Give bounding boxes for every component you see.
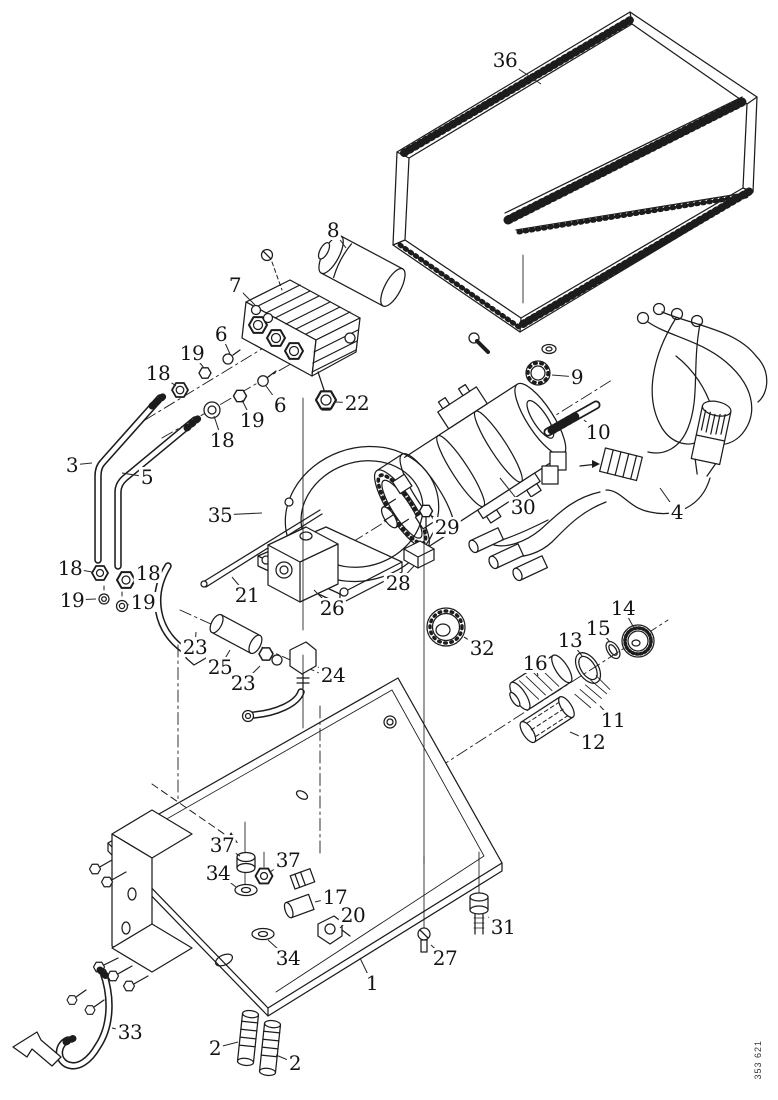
callout-label: 2 bbox=[286, 1051, 304, 1075]
callout-label: 27 bbox=[430, 946, 460, 970]
callout-label: 5 bbox=[138, 465, 156, 489]
callout-label: 4 bbox=[668, 500, 686, 524]
callout-label: 18 bbox=[133, 561, 163, 585]
bolt-31 bbox=[469, 851, 489, 935]
bolt-10 bbox=[543, 400, 601, 437]
direction-arrow-icon bbox=[12, 1031, 62, 1067]
callout-label: 34 bbox=[273, 946, 303, 970]
callout-label: 36 bbox=[490, 48, 520, 72]
callout-label: 12 bbox=[578, 730, 608, 754]
solenoid-parts-9 bbox=[468, 332, 557, 386]
callout-label: 7 bbox=[226, 273, 244, 297]
callout-label: 32 bbox=[467, 636, 497, 660]
callout-label: 29 bbox=[432, 515, 462, 539]
callout-label: 37 bbox=[273, 848, 303, 872]
filter-16 bbox=[509, 654, 573, 711]
callout-label: 13 bbox=[555, 628, 585, 652]
callout-label: 19 bbox=[237, 408, 267, 432]
callout-label: 23 bbox=[228, 671, 258, 695]
nut-37b bbox=[254, 851, 274, 885]
callout-label: 37 bbox=[207, 833, 237, 857]
callout-label: 19 bbox=[128, 590, 158, 614]
callout-label: 9 bbox=[568, 365, 586, 389]
fittings-18-19-lower-left bbox=[91, 565, 136, 613]
element-12 bbox=[519, 695, 575, 744]
callout-label: 14 bbox=[608, 596, 638, 620]
callout-label: 18 bbox=[55, 556, 85, 580]
callout-label: 6 bbox=[212, 322, 230, 346]
callout-label: 6 bbox=[271, 393, 289, 417]
callout-label: 22 bbox=[342, 391, 372, 415]
accumulator-8 bbox=[317, 235, 406, 307]
left-bracket bbox=[66, 809, 193, 1015]
callout-label: 3 bbox=[63, 453, 81, 477]
tube-5 bbox=[114, 412, 205, 570]
callout-label: 21 bbox=[232, 583, 262, 607]
callout-label: 26 bbox=[317, 596, 347, 620]
callout-label: 24 bbox=[318, 663, 348, 687]
cap-14 bbox=[621, 624, 655, 658]
callout-label: 25 bbox=[205, 655, 235, 679]
callout-label: 28 bbox=[383, 571, 413, 595]
callout-label: 1 bbox=[363, 971, 381, 995]
callout-label: 33 bbox=[115, 1020, 145, 1044]
hose-33 bbox=[55, 966, 113, 1070]
washer-15 bbox=[605, 640, 621, 660]
callout-label: 16 bbox=[520, 651, 550, 675]
spring-11 bbox=[574, 675, 611, 709]
callout-label: 15 bbox=[583, 616, 613, 640]
callout-label: 18 bbox=[143, 361, 173, 385]
callout-label: 31 bbox=[488, 915, 518, 939]
elbow-20 bbox=[317, 915, 351, 945]
callout-label: 2 bbox=[206, 1036, 224, 1060]
bracket-28 bbox=[403, 540, 435, 569]
fitting-22 bbox=[314, 371, 338, 411]
tank-plate-1 bbox=[107, 677, 503, 1017]
callout-label: 30 bbox=[508, 495, 538, 519]
fitting-chain-upper bbox=[171, 349, 241, 398]
callout-label: 35 bbox=[205, 503, 235, 527]
washer-34a bbox=[234, 872, 258, 897]
o-ring-13 bbox=[574, 652, 602, 684]
valve-stem-2a bbox=[236, 1009, 260, 1067]
callout-label: 20 bbox=[338, 903, 368, 927]
fitting-chain-lower bbox=[203, 370, 277, 419]
stud-37a bbox=[236, 821, 256, 874]
callout-label: 34 bbox=[203, 861, 233, 885]
fitting-17 bbox=[283, 868, 316, 919]
callout-label: 11 bbox=[598, 708, 628, 732]
callout-label: 23 bbox=[180, 635, 210, 659]
pump-block-7 bbox=[241, 279, 361, 377]
callout-label: 19 bbox=[177, 341, 207, 365]
callout-label: 10 bbox=[583, 420, 613, 444]
callout-label: 8 bbox=[324, 218, 342, 242]
callout-label: 18 bbox=[207, 428, 237, 452]
washer-34b bbox=[251, 927, 275, 941]
cap-32 bbox=[426, 607, 466, 647]
callout-label: 19 bbox=[57, 588, 87, 612]
wiring-harness-4 bbox=[468, 302, 768, 582]
bolt-29 bbox=[418, 504, 434, 531]
doc-number: 353 621 bbox=[753, 1040, 763, 1080]
tube-3 bbox=[94, 390, 170, 564]
cover-36 bbox=[392, 11, 758, 333]
screw-27 bbox=[417, 855, 431, 953]
valve-stem-2b bbox=[258, 1019, 282, 1077]
callout-label: 17 bbox=[320, 885, 350, 909]
vent-screw bbox=[260, 248, 283, 291]
